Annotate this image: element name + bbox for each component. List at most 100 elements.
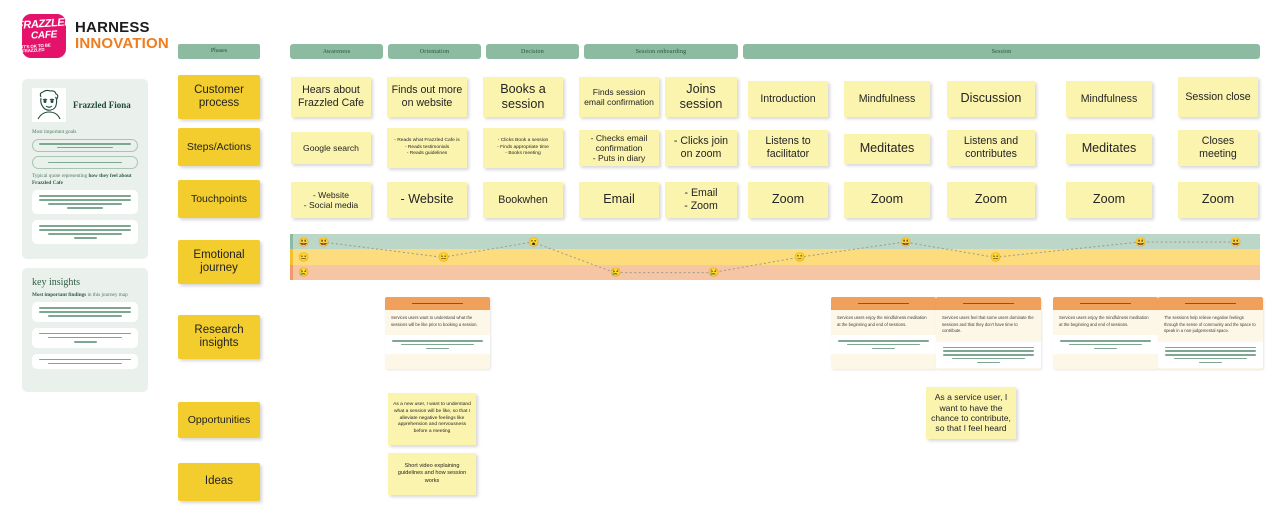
emotion-band-neutral	[290, 249, 1260, 265]
emotion-legend-neutral: 😐	[298, 251, 310, 262]
touchpoints-note-5[interactable]: - Email - Zoom	[665, 182, 737, 218]
emotion-point-4[interactable]: 😢	[610, 267, 622, 278]
customer-process-note-2[interactable]: Finds out more on website	[387, 77, 467, 117]
placeholder-line	[39, 229, 131, 231]
customer-process-note-7[interactable]: Mindfulness	[844, 81, 930, 117]
research-card-evidence	[936, 341, 1041, 369]
emotion-point-7[interactable]: 😃	[900, 236, 912, 247]
opportunity-note-1[interactable]: As a new user, I want to understand what…	[388, 393, 476, 445]
research-card-header	[1158, 297, 1263, 310]
placeholder-line	[39, 311, 131, 313]
steps-actions-note-6[interactable]: Listens to facilitator	[748, 130, 828, 166]
key-insights-title: key insights	[32, 277, 81, 288]
research-card-text: Services users enjoy the mindfulness med…	[837, 315, 927, 327]
emotion-point-2[interactable]: 😐	[438, 251, 450, 262]
logo-tagline: IT'S OK TO BE FRAZZLED	[21, 42, 51, 55]
customer-process-note-6[interactable]: Introduction	[748, 81, 828, 117]
steps-actions-note-10[interactable]: Closes meeting	[1178, 130, 1258, 166]
persona-goal-2	[32, 156, 138, 170]
row-label-ideas[interactable]: Ideas	[178, 463, 260, 501]
row-label-opportunities[interactable]: Opportunities	[178, 402, 260, 438]
opportunity-note-2[interactable]: As a service user, I want to have the ch…	[926, 387, 1016, 439]
emotion-point-9[interactable]: 😃	[1135, 236, 1147, 247]
emotion-point-5[interactable]: 😢	[708, 267, 720, 278]
research-card-header	[936, 297, 1041, 310]
touchpoints-note-7[interactable]: Zoom	[844, 182, 930, 218]
emotion-tick-negative	[290, 264, 293, 280]
emotion-point-8[interactable]: 😐	[990, 251, 1002, 262]
placeholder-line	[39, 358, 131, 361]
placeholder-line	[39, 199, 131, 201]
steps-actions-note-2[interactable]: - Reads what Frazzled Cafe is - Reads te…	[387, 128, 467, 168]
touchpoints-note-4[interactable]: Email	[579, 182, 659, 218]
research-insight-card-5[interactable]: The sessions help relieve negative feeli…	[1158, 297, 1263, 369]
phase-session-onboarding[interactable]: Session onboarding	[584, 44, 738, 59]
steps-actions-note-3[interactable]: - Clicks Book a session - Finds appropri…	[483, 128, 563, 168]
row-label-research-insights[interactable]: Research insights	[178, 315, 260, 359]
touchpoints-note-8[interactable]: Zoom	[947, 182, 1035, 218]
placeholder-line	[48, 362, 122, 365]
idea-note-1[interactable]: Short video explaining guidelines and ho…	[388, 453, 476, 495]
key-insights-subtitle: Most important findings in this journey …	[32, 292, 138, 299]
placeholder-line	[401, 343, 474, 346]
touchpoints-note-10[interactable]: Zoom	[1178, 182, 1258, 218]
customer-process-note-4[interactable]: Finds session email confirmation	[579, 77, 659, 117]
row-label-emotional-journey[interactable]: Emotional journey	[178, 240, 260, 284]
customer-process-note-3[interactable]: Books a session	[483, 77, 563, 117]
placeholder-line	[1165, 354, 1256, 356]
placeholder-line	[48, 315, 122, 317]
emotion-point-3[interactable]: 😮	[528, 236, 540, 247]
row-label-customer-process[interactable]: Customer process	[178, 75, 260, 119]
placeholder-line	[1060, 340, 1151, 342]
persona-face-icon	[37, 89, 61, 120]
emotion-point-10[interactable]: 😃	[1230, 236, 1242, 247]
research-insight-card-1[interactable]: Services users want to understand what t…	[385, 297, 490, 369]
steps-actions-note-8[interactable]: Listens and contributes	[947, 130, 1035, 166]
research-insight-card-2[interactable]: Services users enjoy the mindfulness med…	[831, 297, 936, 369]
emotion-point-6[interactable]: 🙂	[794, 251, 806, 262]
phase-orientation[interactable]: Orientation	[388, 44, 481, 59]
customer-process-note-9[interactable]: Mindfulness	[1066, 81, 1152, 117]
brand-title-line-1: HARNESS	[75, 18, 150, 36]
brand-title-line-2: INNOVATION	[75, 35, 169, 52]
emotion-band-positive	[290, 234, 1260, 250]
phase-awareness[interactable]: Awareness	[290, 44, 383, 59]
emotion-band-negative	[290, 264, 1260, 280]
touchpoints-note-1[interactable]: - Website - Social media	[291, 182, 371, 218]
steps-actions-note-7[interactable]: Meditates	[844, 134, 930, 164]
touchpoints-note-2[interactable]: - Website	[387, 182, 467, 218]
research-card-title-bar	[963, 302, 1014, 305]
customer-process-note-8[interactable]: Discussion	[947, 81, 1035, 117]
placeholder-line	[426, 347, 449, 350]
row-label-touchpoints[interactable]: Touchpoints	[178, 180, 260, 218]
steps-actions-note-1[interactable]: Google search	[291, 132, 371, 164]
placeholder-line	[838, 340, 929, 342]
research-card-title-bar	[1080, 302, 1131, 305]
research-card-title-bar	[858, 302, 909, 305]
touchpoints-note-6[interactable]: Zoom	[748, 182, 828, 218]
touchpoints-note-9[interactable]: Zoom	[1066, 182, 1152, 218]
placeholder-line	[48, 161, 122, 164]
customer-process-note-10[interactable]: Session close	[1178, 77, 1258, 117]
placeholder-line	[1165, 350, 1256, 352]
research-card-text: Services users feel that some users domi…	[942, 315, 1034, 333]
persona-goal-1	[32, 139, 138, 153]
emotion-point-1[interactable]: 😃	[318, 236, 330, 247]
phase-decision[interactable]: Decision	[486, 44, 579, 59]
research-card-evidence	[1158, 341, 1263, 369]
row-label-steps-actions[interactable]: Steps/Actions	[178, 128, 260, 166]
persona-quote-2	[32, 219, 138, 244]
touchpoints-note-3[interactable]: Bookwhen	[483, 182, 563, 218]
steps-actions-note-9[interactable]: Meditates	[1066, 134, 1152, 164]
customer-process-note-5[interactable]: Joins session	[665, 77, 737, 117]
research-insight-card-3[interactable]: Services users feel that some users domi…	[936, 297, 1041, 369]
research-insight-card-4[interactable]: Services users enjoy the mindfulness med…	[1053, 297, 1158, 369]
placeholder-line	[48, 336, 122, 339]
phase-session[interactable]: Session	[743, 44, 1260, 59]
steps-actions-note-4[interactable]: - Checks email confirmation - Puts in di…	[579, 130, 659, 166]
placeholder-line	[48, 233, 122, 235]
frazzled-cafe-logo: FRAZZLED CAFE IT'S OK TO BE FRAZZLED	[16, 14, 72, 58]
customer-process-note-1[interactable]: Hears about Frazzled Cafe	[291, 77, 371, 117]
steps-actions-note-5[interactable]: - Clicks join on zoom	[665, 130, 737, 166]
research-card-header	[1053, 297, 1158, 310]
